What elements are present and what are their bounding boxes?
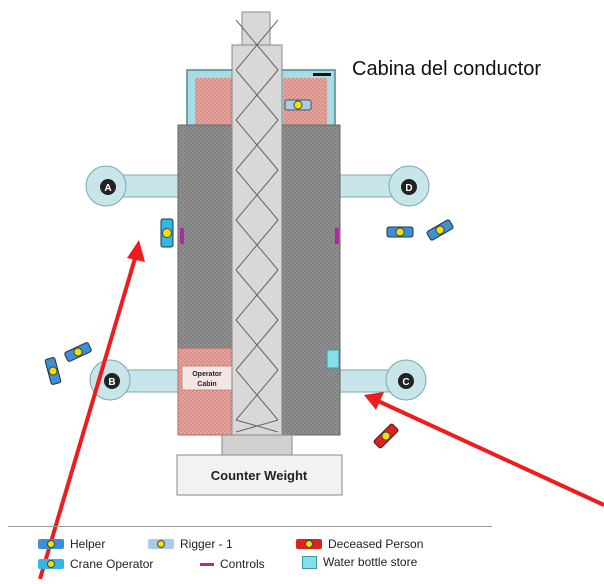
operator-cabin-label-2: Cabin (197, 381, 216, 388)
legend-rigger: Rigger - 1 (148, 537, 233, 551)
outrigger-a-label: A (104, 183, 111, 194)
helper-figure-3 (64, 342, 92, 362)
controls-swatch (200, 562, 214, 566)
legend: Helper Rigger - 1 Deceased Person Crane … (0, 525, 604, 579)
outrigger-a-pad (100, 179, 116, 195)
legend-helper-label: Helper (70, 537, 106, 551)
driver-cab-left (195, 78, 235, 128)
legend-divider (8, 526, 492, 527)
deceased-person-figure (373, 423, 399, 449)
helper-figure-4 (44, 357, 62, 385)
crane-operator-figure (160, 218, 174, 248)
legend-deceased: Deceased Person (296, 537, 423, 551)
outrigger-a: A (85, 165, 181, 207)
carrier-body-right (281, 124, 341, 436)
outrigger-c-pad (398, 373, 414, 389)
driver-cab-callout: Cabina del conductor (352, 58, 542, 80)
deceased-swatch (296, 539, 322, 549)
helper-figure-2 (426, 219, 454, 241)
driver-cab-marker (313, 73, 331, 76)
legend-controls-label: Controls (220, 557, 265, 571)
controls-left (180, 228, 184, 244)
counter-weight-label: Counter Weight (211, 468, 308, 483)
outrigger-b-label: B (108, 377, 115, 388)
crane-operator-swatch (38, 559, 64, 569)
rigger-in-cab (284, 99, 312, 111)
legend-crane-operator-label: Crane Operator (70, 557, 154, 571)
operator-cabin-label-1: Operator (192, 371, 222, 378)
rigger-swatch (148, 539, 174, 549)
outrigger-d-label: D (405, 183, 412, 194)
legend-helper: Helper (38, 537, 105, 551)
legend-water-label: Water bottle store (323, 555, 418, 569)
legend-deceased-label: Deceased Person (328, 537, 424, 551)
water-bottle-store (326, 349, 340, 369)
helper-figure-1 (386, 226, 414, 238)
arrow-to-water-store (364, 392, 604, 507)
outrigger-d-pad (401, 179, 417, 195)
legend-crane-operator: Crane Operator (38, 557, 153, 571)
operator-cabin (177, 347, 237, 436)
outrigger-b-pad (104, 373, 120, 389)
legend-rigger-label: Rigger - 1 (180, 537, 233, 551)
boom (231, 11, 283, 436)
counter-weight-link (221, 434, 293, 456)
outrigger-d: D (339, 165, 430, 207)
water-swatch (302, 555, 317, 569)
counter-weight (176, 454, 343, 496)
helper-swatch (38, 539, 64, 549)
arrow-to-operator (38, 240, 145, 580)
outrigger-c: C (339, 359, 427, 401)
operator-cabin-tag (181, 365, 233, 391)
legend-water: Water bottle store (302, 555, 417, 569)
outrigger-c-label: C (402, 377, 409, 388)
controls-right (335, 228, 339, 244)
legend-controls: Controls (200, 557, 265, 571)
